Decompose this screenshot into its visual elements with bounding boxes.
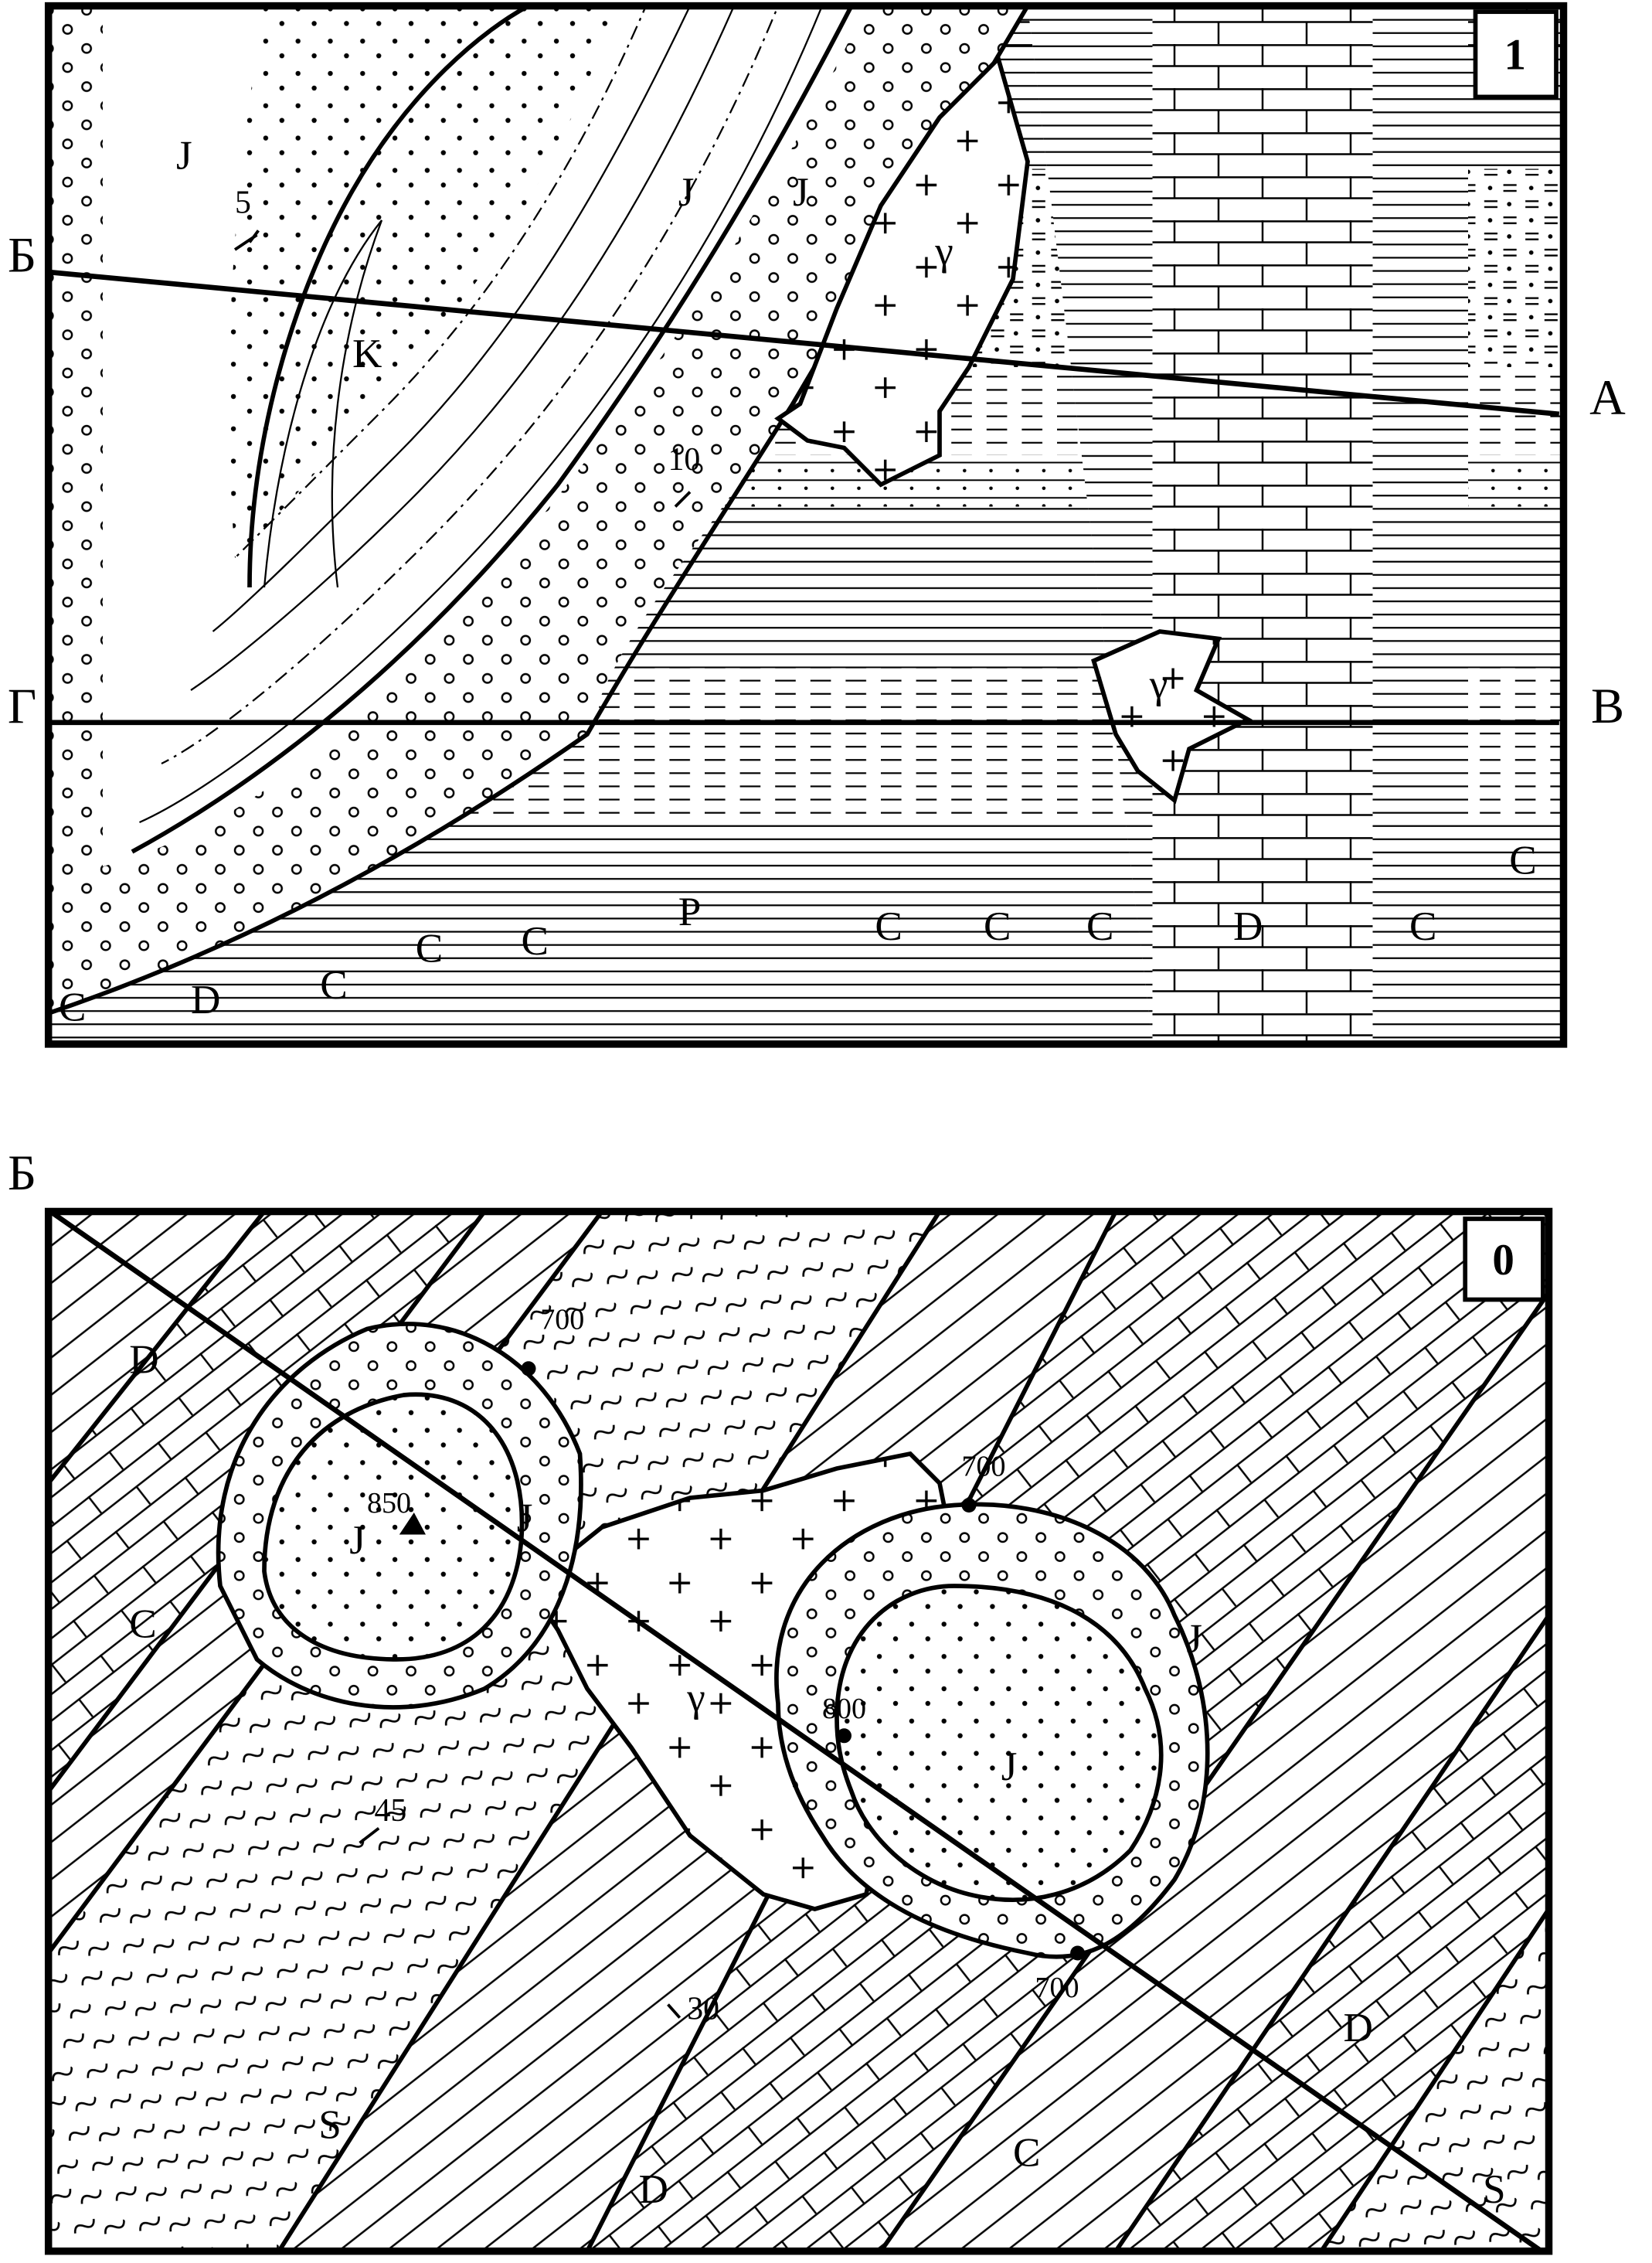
elevation-point-700c: [1070, 1945, 1086, 1961]
edge-label-g: Г: [8, 678, 36, 733]
elevation-700c: 700: [1035, 1972, 1079, 2004]
label-j-upper: J: [793, 169, 809, 215]
section-line-b: [48, 1211, 1543, 2251]
label-j-mid: J: [678, 169, 695, 215]
label-c-bottom: C: [1013, 2130, 1040, 2176]
label-k: K: [352, 331, 382, 376]
label-c-top: C: [129, 1601, 156, 1647]
map-1-number: 1: [1504, 30, 1527, 79]
map-1-labels: 1 Б Г А В 5 10 J K J J γ γ C D C C C P C…: [8, 9, 1626, 1030]
label-d-top: D: [191, 977, 220, 1023]
dip-value-bottom-2: 30: [687, 1992, 719, 2027]
label-c-low-1: C: [1086, 903, 1113, 949]
dip-arrow-1: [233, 230, 260, 251]
label-j-big-ring: J: [1186, 1616, 1202, 1662]
section-line-b-a: [48, 269, 1560, 417]
label-c-band-2: C: [416, 926, 443, 972]
dip-arrow-bottom-2: [667, 2003, 682, 2019]
elevation-point-700a: [521, 1361, 536, 1377]
label-gamma-2: γ: [1149, 662, 1168, 707]
label-j-big: J: [1001, 1744, 1018, 1789]
label-gamma-1: γ: [934, 228, 953, 274]
elevation-800: 800: [822, 1693, 866, 1725]
label-c-low-2: C: [984, 903, 1011, 949]
edge-label-a: А: [1589, 369, 1626, 425]
label-c-low-3: C: [875, 903, 902, 949]
elevation-700b: 700: [962, 1451, 1006, 1483]
summit-triangle: [399, 1513, 426, 1535]
limestone-band: [1027, 5, 1468, 1044]
edge-label-b-lower: Б: [8, 1145, 36, 1200]
label-j-top: J: [349, 1517, 365, 1563]
label-p: P: [678, 889, 702, 934]
map-0-number-box: [1463, 1217, 1545, 1302]
label-s-left: S: [318, 2101, 342, 2147]
label-j-left: J: [176, 133, 192, 179]
elevation-850: 850: [367, 1487, 411, 1519]
label-d-top: D: [129, 1337, 158, 1383]
map-0: [48, 1211, 1549, 2251]
dip-value-1: 5: [235, 185, 251, 221]
label-d-low: D: [1233, 903, 1263, 949]
map-0-labels: 0 Б 700 850 700 800 700 45 30 D C J J γ …: [8, 1145, 1545, 2212]
label-c-right: C: [1509, 838, 1536, 883]
label-c-band-3: C: [522, 918, 549, 964]
elevation-point-800: [837, 1728, 851, 1744]
label-c-top: C: [59, 985, 86, 1030]
label-j-top-ring: J: [517, 1496, 533, 1541]
edge-label-v: В: [1591, 678, 1624, 733]
elevation-point-700b: [961, 1498, 977, 1513]
label-s-right: S: [1483, 2166, 1506, 2212]
elevation-700a: 700: [540, 1304, 584, 1336]
label-c-band-1: C: [320, 962, 347, 1008]
dip-value-bottom-1: 45: [375, 1793, 407, 1829]
map-1-number-box: [1473, 9, 1559, 100]
map-0-number: 0: [1492, 1236, 1514, 1285]
dip-arrow-2: [674, 491, 692, 508]
label-c-bottom: C: [1409, 903, 1436, 949]
map-1-frame: [44, 2, 1568, 1048]
map-1: [48, 5, 1564, 1044]
edge-label-b: Б: [8, 227, 36, 283]
fold-core: [48, 5, 1030, 1016]
dip-value-2: 10: [668, 442, 701, 478]
dip-arrow-bottom-1: [359, 1826, 380, 1845]
label-d-left: D: [639, 2166, 668, 2212]
label-gamma: γ: [686, 1675, 705, 1720]
label-d-right: D: [1344, 2005, 1373, 2050]
map-0-frame: [44, 1207, 1553, 2255]
